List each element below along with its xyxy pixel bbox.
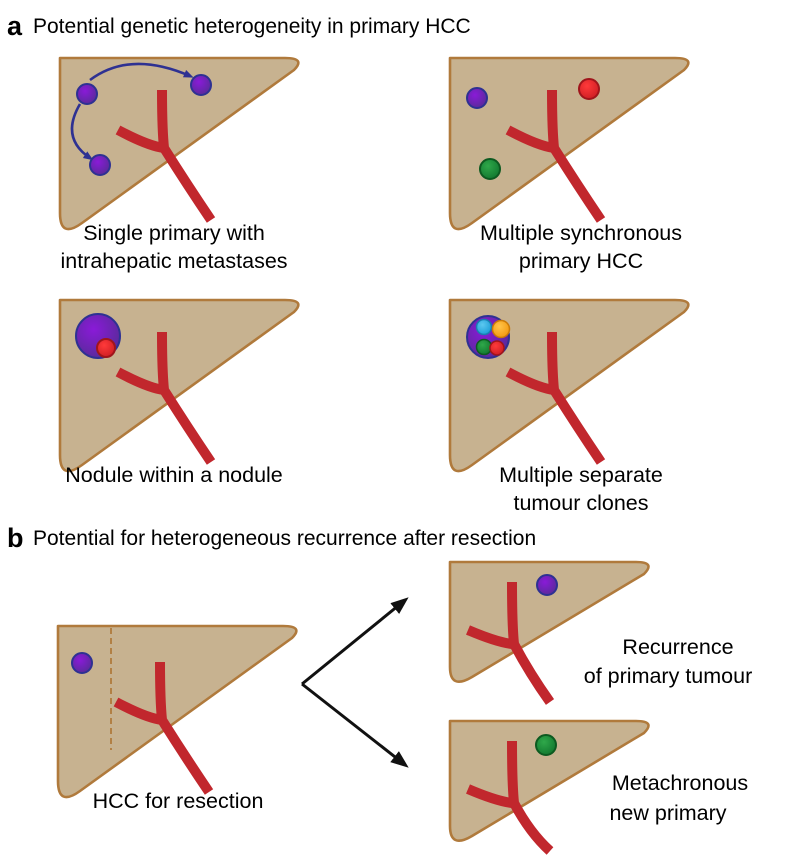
caption-multiple-synchronous-2: primary HCC — [519, 249, 643, 273]
primary-tumour-red — [578, 78, 600, 100]
vessel — [466, 581, 555, 705]
caption-hcc-for-resection: HCC for resection — [93, 789, 264, 813]
liver-shape — [58, 56, 300, 231]
diagram-recurrence — [448, 560, 650, 705]
caption-new-primary-1: Metachronous — [612, 771, 748, 795]
primary-tumour — [71, 652, 93, 674]
new-primary-tumour — [535, 734, 557, 756]
panel-b-title: Potential for heterogeneous recurrence a… — [33, 527, 536, 550]
inner-nodule — [96, 338, 116, 358]
diagram-new-primary — [448, 719, 650, 855]
vessel — [466, 740, 554, 855]
clone-orange — [491, 319, 511, 339]
arrow-to-recurrence — [301, 597, 409, 686]
caption-recurrence-1: Recurrence — [622, 635, 733, 659]
panel-a-letter: a — [7, 11, 23, 41]
caption-separate-clones-1: Multiple separate — [499, 463, 663, 487]
caption-new-primary-2: new primary — [609, 801, 726, 825]
liver-shape — [448, 56, 690, 231]
diagram-multiple-synchronous — [448, 56, 690, 231]
caption-nodule-in-nodule: Nodule within a nodule — [65, 463, 283, 487]
resected-liver-shape — [448, 719, 650, 842]
panel-a-title: Potential genetic heterogeneity in prima… — [33, 15, 471, 38]
caption-recurrence-2: of primary tumour — [584, 664, 752, 688]
clone-red — [489, 340, 505, 356]
metastasis-nodule — [190, 74, 212, 96]
clone-green — [475, 338, 493, 356]
primary-tumour-purple — [466, 87, 488, 109]
diagram-separate-clones — [448, 298, 690, 473]
panel-b-letter: b — [7, 523, 24, 553]
caption-single-primary-2: intrahepatic metastases — [60, 249, 287, 273]
caption-single-primary-1: Single primary with — [83, 221, 265, 245]
caption-multiple-synchronous-1: Multiple synchronous — [480, 221, 682, 245]
diagram-nodule-in-nodule — [58, 298, 300, 473]
diagram-single-primary — [58, 56, 300, 231]
liver-shape — [56, 624, 298, 799]
metastasis-arrow — [89, 62, 194, 82]
metastasis-arrow — [70, 103, 94, 161]
arrow-to-new-primary — [301, 682, 409, 768]
primary-tumour — [76, 83, 98, 105]
primary-tumour-green — [479, 158, 501, 180]
clone-cyan — [475, 318, 493, 336]
caption-separate-clones-2: tumour clones — [513, 491, 648, 515]
recurrent-tumour — [536, 574, 558, 596]
metastasis-nodule — [89, 154, 111, 176]
resected-liver-shape — [448, 560, 650, 683]
diagram-hcc-for-resection — [56, 624, 298, 799]
